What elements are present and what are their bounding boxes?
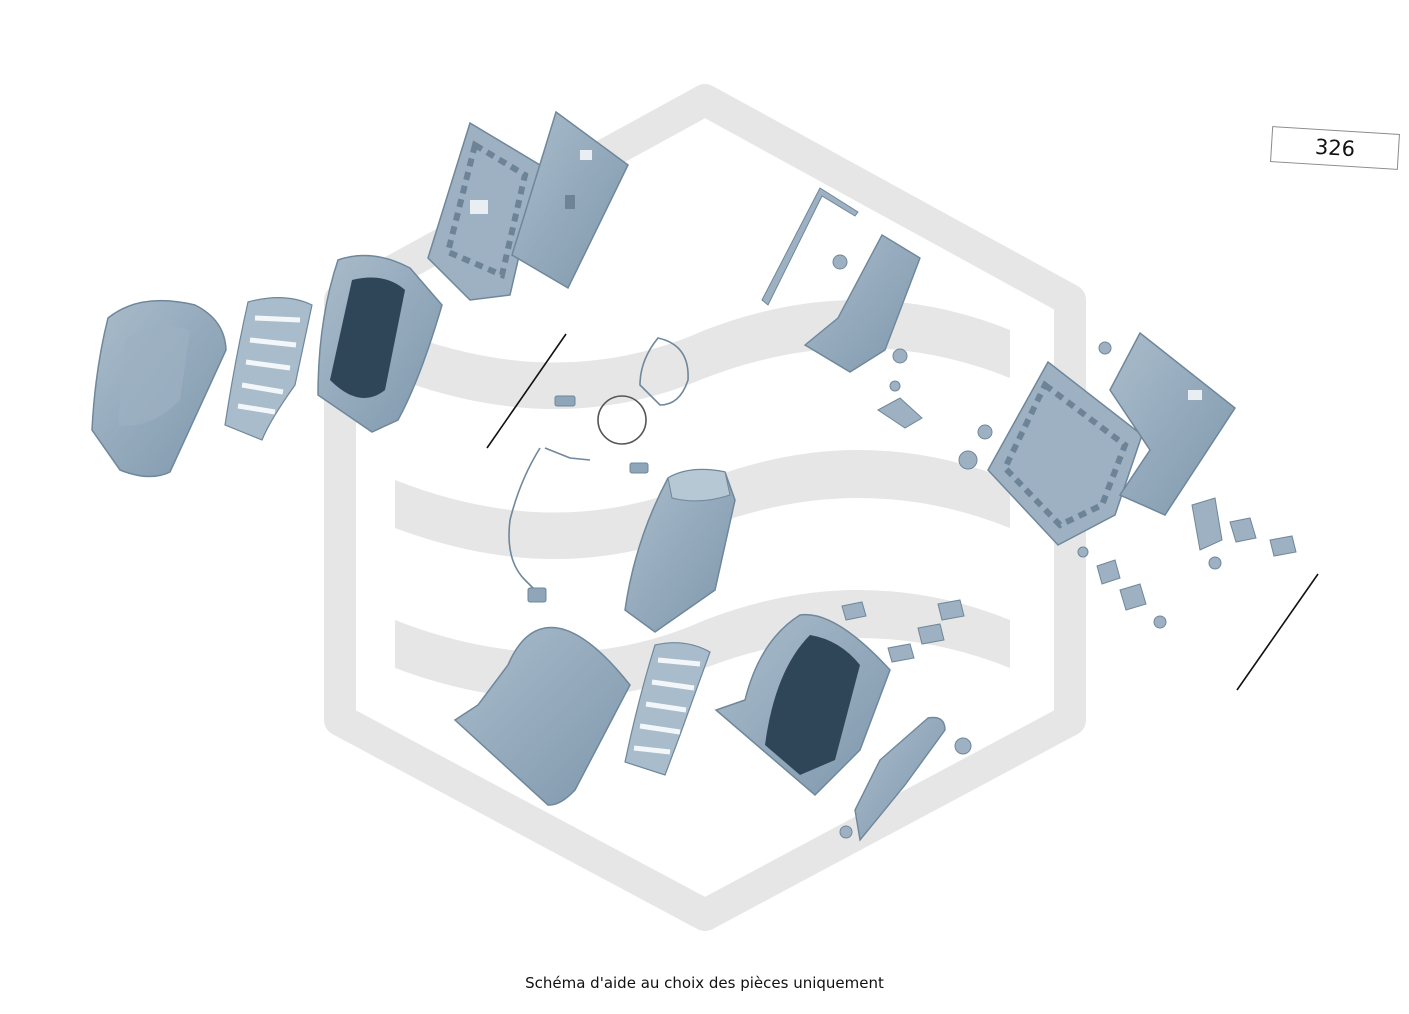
center-armrest	[624, 468, 736, 633]
backrest-cushion-bottom	[453, 626, 631, 806]
trim-clips-bottom	[841, 599, 965, 663]
side-mounting-plate	[803, 234, 921, 373]
leader-lines	[486, 333, 1319, 691]
backrest-rear-frame-right	[987, 360, 1143, 546]
small-fasteners	[832, 254, 1297, 839]
backrest-rear-frame-left	[427, 121, 541, 301]
backrest-frame-shell-left	[317, 254, 443, 433]
wiring-harness	[508, 337, 689, 596]
diagram-caption: Schéma d'aide au choix des pièces unique…	[525, 974, 884, 992]
backrest-rear-panel-right	[1109, 331, 1237, 516]
backrest-cushion-left	[91, 299, 227, 478]
connector-clips	[527, 395, 649, 603]
backrest-rear-panel-left	[511, 110, 629, 290]
reference-number: 326	[1314, 134, 1356, 162]
side-trim-panel	[854, 716, 946, 842]
reference-number-box: 326	[1270, 126, 1400, 170]
heating-mat-bottom	[624, 642, 711, 776]
rod-bracket	[761, 187, 859, 306]
backrest-frame-shell-bottom	[714, 613, 891, 797]
heating-mat-left	[224, 297, 313, 441]
